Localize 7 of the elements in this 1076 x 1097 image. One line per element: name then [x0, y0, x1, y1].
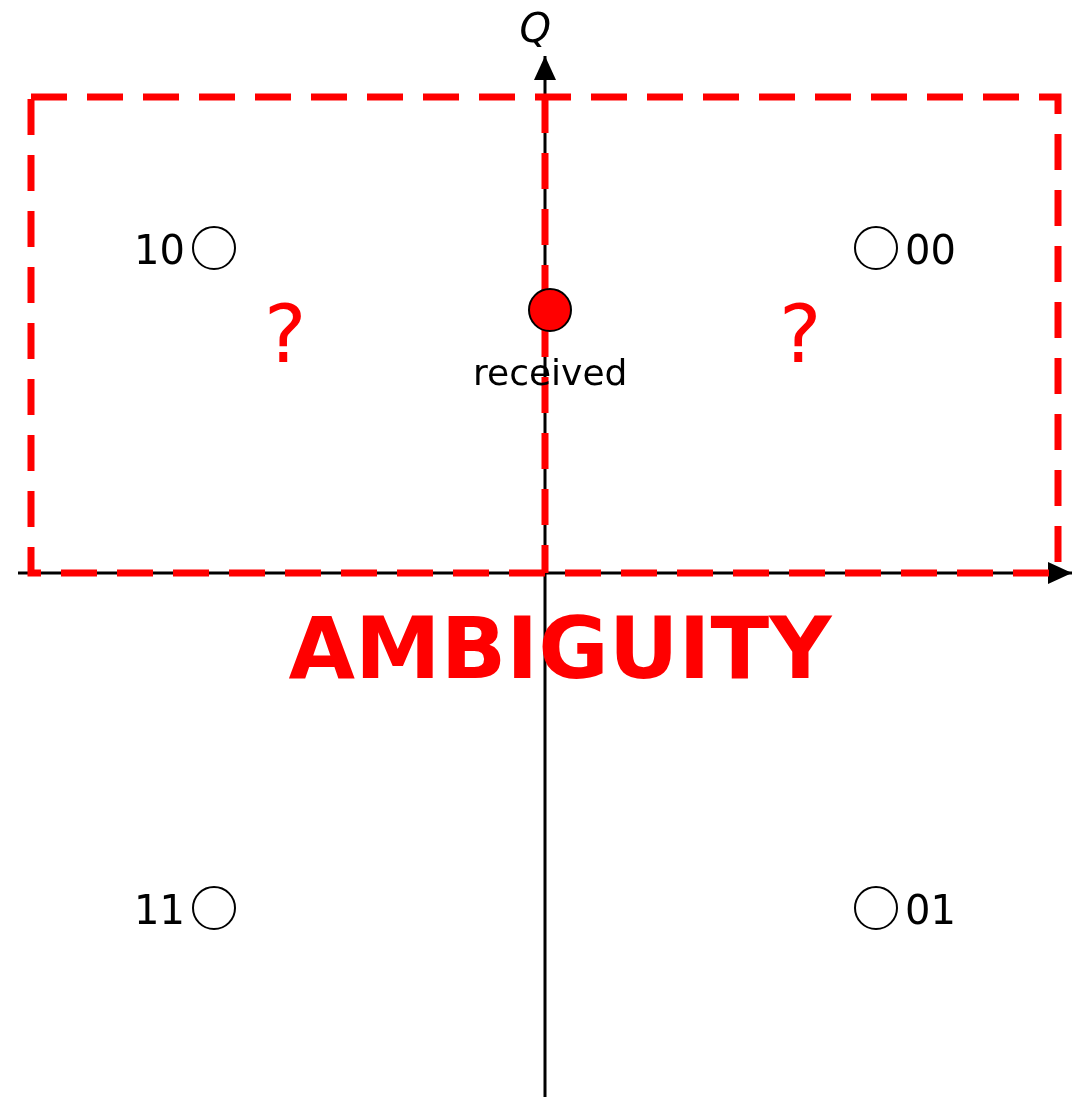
question-mark: ?	[779, 295, 822, 375]
bit-label: 01	[905, 890, 956, 930]
bit-label: 11	[134, 890, 185, 930]
bit-label: 00	[905, 230, 956, 270]
axis-label: Q	[519, 8, 551, 48]
bit-label: 10	[134, 230, 185, 270]
question-mark: ?	[264, 295, 307, 375]
